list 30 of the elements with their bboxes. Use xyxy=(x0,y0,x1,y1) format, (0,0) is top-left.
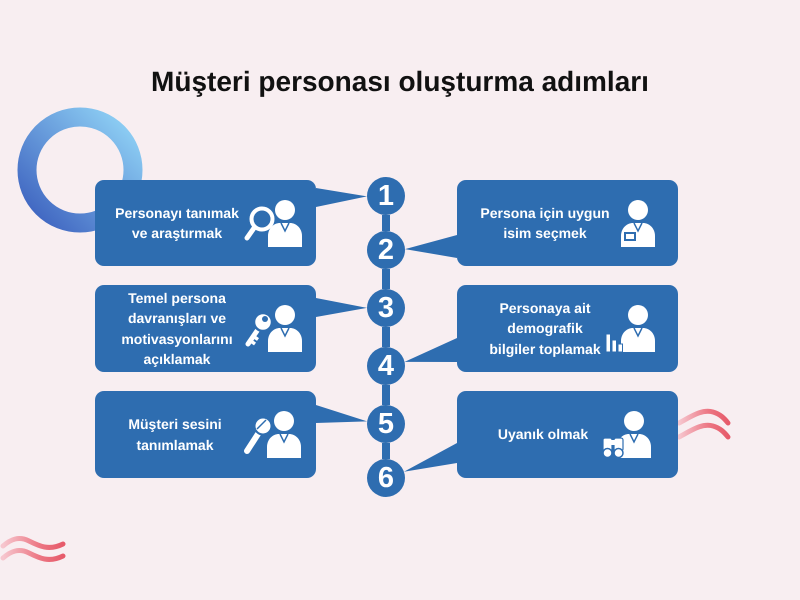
callout-pointer xyxy=(316,188,367,207)
step-box xyxy=(457,391,678,478)
step-text: Uyanık olmak xyxy=(498,425,588,444)
step-number: 2 xyxy=(367,231,405,269)
timeline-line xyxy=(382,215,390,231)
timeline-line xyxy=(382,327,390,347)
step-box xyxy=(457,285,678,372)
step-text: Temel persona davranışları ve motivasyonlarını açıklamak xyxy=(120,288,234,369)
step-text: Personaya ait demografik bilgiler toplamak xyxy=(488,298,602,359)
step-number: 3 xyxy=(367,289,405,327)
step-text: Persona için uygun isim seçmek xyxy=(479,204,611,243)
step-number: 5 xyxy=(367,405,405,443)
callout-pointer xyxy=(316,405,368,423)
step-box xyxy=(95,391,316,478)
callout-pointer xyxy=(404,338,457,362)
step-number: 4 xyxy=(367,347,405,385)
step-text: Personayı tanımak ve araştırmak xyxy=(114,204,240,243)
callout-pointer xyxy=(404,443,457,472)
callout-pointer xyxy=(404,235,457,258)
step-box xyxy=(95,285,316,372)
callout-pointer xyxy=(316,298,367,317)
step-number: 6 xyxy=(367,459,405,497)
timeline-line xyxy=(382,269,390,289)
diagram-title: Müşteri personası oluşturma adımları xyxy=(151,65,649,99)
step-text: Müşteri sesini tanımlamak xyxy=(127,415,223,454)
step-box xyxy=(457,180,678,266)
step-number: 1 xyxy=(367,177,405,215)
timeline-line xyxy=(382,385,390,405)
timeline-line xyxy=(382,443,390,459)
step-box xyxy=(95,180,316,266)
